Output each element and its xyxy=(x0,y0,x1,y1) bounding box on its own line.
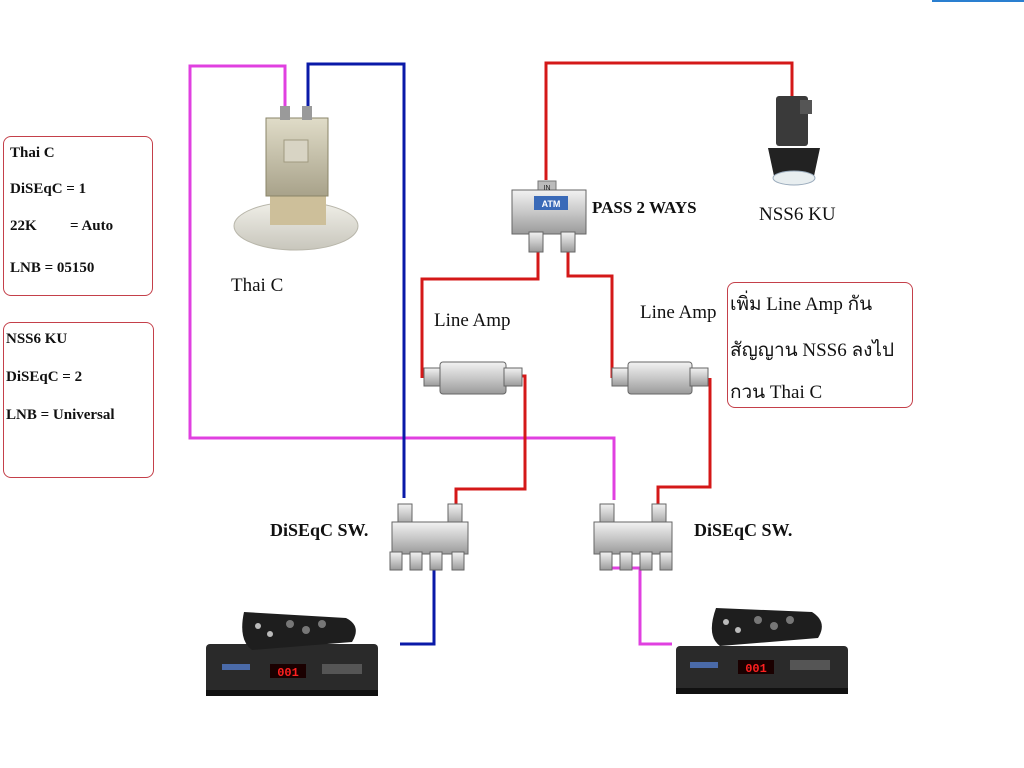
nss6-title: NSS6 KU xyxy=(6,331,68,347)
nss6-lnb: LNB = Universal xyxy=(6,407,115,423)
note-box: เพิ่ม Line Amp กัน สัญญาน NSS6 ลงไป กวน … xyxy=(727,282,913,408)
note-line-1: เพิ่ม Line Amp กัน xyxy=(730,294,873,315)
thai-c-title: Thai C xyxy=(10,145,55,161)
thai-c-22k-value: = Auto xyxy=(70,218,114,234)
thai-c-settings-box: Thai C DiSEqC = 1 22K = Auto LNB = 05150 xyxy=(3,136,153,296)
thai-c-diseqc: DiSEqC = 1 xyxy=(10,181,87,197)
receiver-left-icon xyxy=(206,644,378,696)
ku-lnb-icon xyxy=(768,96,820,186)
thai-c-dish-icon xyxy=(233,106,359,251)
splitter-icon xyxy=(511,180,587,253)
cable-red xyxy=(420,61,794,508)
thai-c-lnb: LNB = 05150 xyxy=(10,260,95,276)
diseqc-switch-right-icon xyxy=(593,503,673,571)
line-amp-left-label: Line Amp xyxy=(434,310,511,331)
cable-blue xyxy=(306,62,436,646)
diseqc-switch-right-label: DiSEqC SW. xyxy=(694,520,793,540)
nss6-diseqc: DiSEqC = 2 xyxy=(6,369,83,385)
receiver-left-display: 001 xyxy=(277,666,299,680)
line-amp-left-icon xyxy=(423,361,523,395)
diseqc-switch-left-label: DiSEqC SW. xyxy=(270,520,369,540)
line-amp-right-label: Line Amp xyxy=(640,302,717,323)
thai-c-22k: 22K xyxy=(10,218,37,234)
receiver-right-icon xyxy=(676,646,848,694)
splitter-label: PASS 2 WAYS xyxy=(592,198,697,217)
diseqc-switch-left-icon xyxy=(389,503,469,571)
note-line-3: กวน Thai C xyxy=(730,382,823,403)
thai-c-dish-label: Thai C xyxy=(231,275,284,296)
splitter-brand: ATM xyxy=(542,199,561,209)
line-amp-right-icon xyxy=(611,361,709,395)
remote-control-left-icon xyxy=(242,612,356,650)
top-accent-bar xyxy=(932,0,1024,2)
nss6-settings-box: NSS6 KU DiSEqC = 2 LNB = Universal xyxy=(3,322,154,478)
note-line-2: สัญญาน NSS6 ลงไป xyxy=(730,340,895,361)
remote-control-right-icon xyxy=(711,608,822,646)
nss6-lnb-label: NSS6 KU xyxy=(759,204,836,225)
splitter-in-tag: IN xyxy=(544,185,551,192)
receiver-right-display: 001 xyxy=(745,662,767,676)
